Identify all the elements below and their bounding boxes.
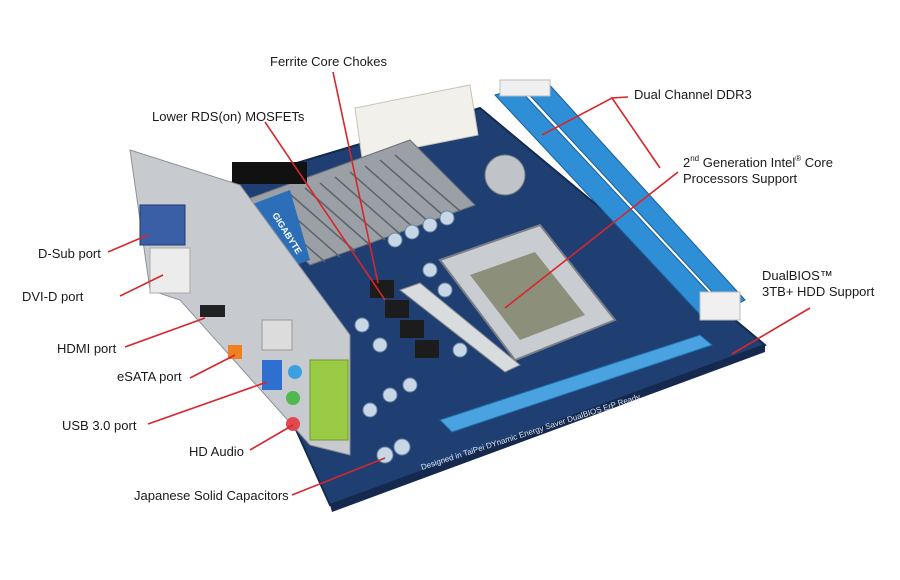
pcb-edge	[330, 345, 765, 512]
cmos-battery	[484, 154, 526, 196]
hdmi-connector	[200, 305, 225, 317]
ferrite-chokes	[370, 280, 439, 358]
label-esata-port: eSATA port	[117, 369, 182, 384]
label-hd-audio: HD Audio	[189, 444, 244, 459]
leader-ferrite	[332, 71, 379, 284]
leader-hdmi	[124, 317, 206, 348]
label-ferrite-core-chokes: Ferrite Core Chokes	[270, 54, 388, 69]
cpu-socket-pins	[470, 252, 585, 340]
leader-esata	[189, 354, 236, 379]
leader-lines	[107, 71, 811, 496]
dualbios-line1: DualBIOS™	[762, 268, 833, 283]
leader-dsub	[107, 234, 149, 253]
leader-usb3	[147, 381, 268, 425]
heatsink-fins	[259, 154, 461, 263]
label-dvid-port: DVI-D port	[22, 289, 84, 304]
pcie-slot	[439, 334, 714, 433]
label-lower-rds-mosfets: Lower RDS(on) MOSFETs	[152, 109, 305, 124]
label-japanese-capacitors: Japanese Solid Capacitors	[134, 488, 289, 503]
cpu-line1-text: Generation Intel	[699, 155, 796, 170]
dvi-connector	[149, 247, 191, 294]
lan-port	[261, 319, 293, 351]
socket-lever	[398, 282, 521, 373]
label-hdmi-port: HDMI port	[57, 341, 117, 356]
label-cpu-support: 2nd Generation Intel® Core Processors Su…	[683, 155, 833, 187]
leader-dualbios	[731, 307, 811, 355]
atx-power-connector	[354, 84, 479, 159]
label-usb3-port: USB 3.0 port	[62, 418, 137, 433]
dimm-latch-top	[499, 79, 551, 97]
label-dual-channel-ddr3: Dual Channel DDR3	[634, 87, 752, 102]
audio-panel	[309, 359, 349, 441]
label-dualbios: DualBIOS™ 3TB+ HDD Support	[762, 268, 874, 300]
dimm-latch-bottom	[699, 291, 741, 321]
cpu-line1-num: 2	[683, 155, 691, 170]
black-header	[232, 162, 307, 184]
leader-hdaudio	[249, 424, 294, 451]
dualbios-line2: 3TB+ HDD Support	[762, 284, 875, 299]
leader-mosfets	[264, 121, 386, 301]
leader-capacitors	[291, 457, 386, 496]
leader-cpu	[504, 171, 679, 309]
leader-ddr3	[541, 96, 661, 169]
usb3-connector	[262, 360, 282, 390]
cpu-line1-end: Core	[801, 155, 833, 170]
esata-connector	[228, 345, 242, 359]
vga-connector	[139, 204, 186, 246]
label-dsub-port: D-Sub port	[38, 246, 101, 261]
cpu-line1-reg: ®	[795, 154, 802, 163]
leader-dvid	[119, 274, 164, 297]
cpu-line1-sup: nd	[690, 154, 700, 163]
cpu-line2-text: Processors Support	[683, 171, 798, 186]
solid-capacitors	[354, 210, 468, 464]
